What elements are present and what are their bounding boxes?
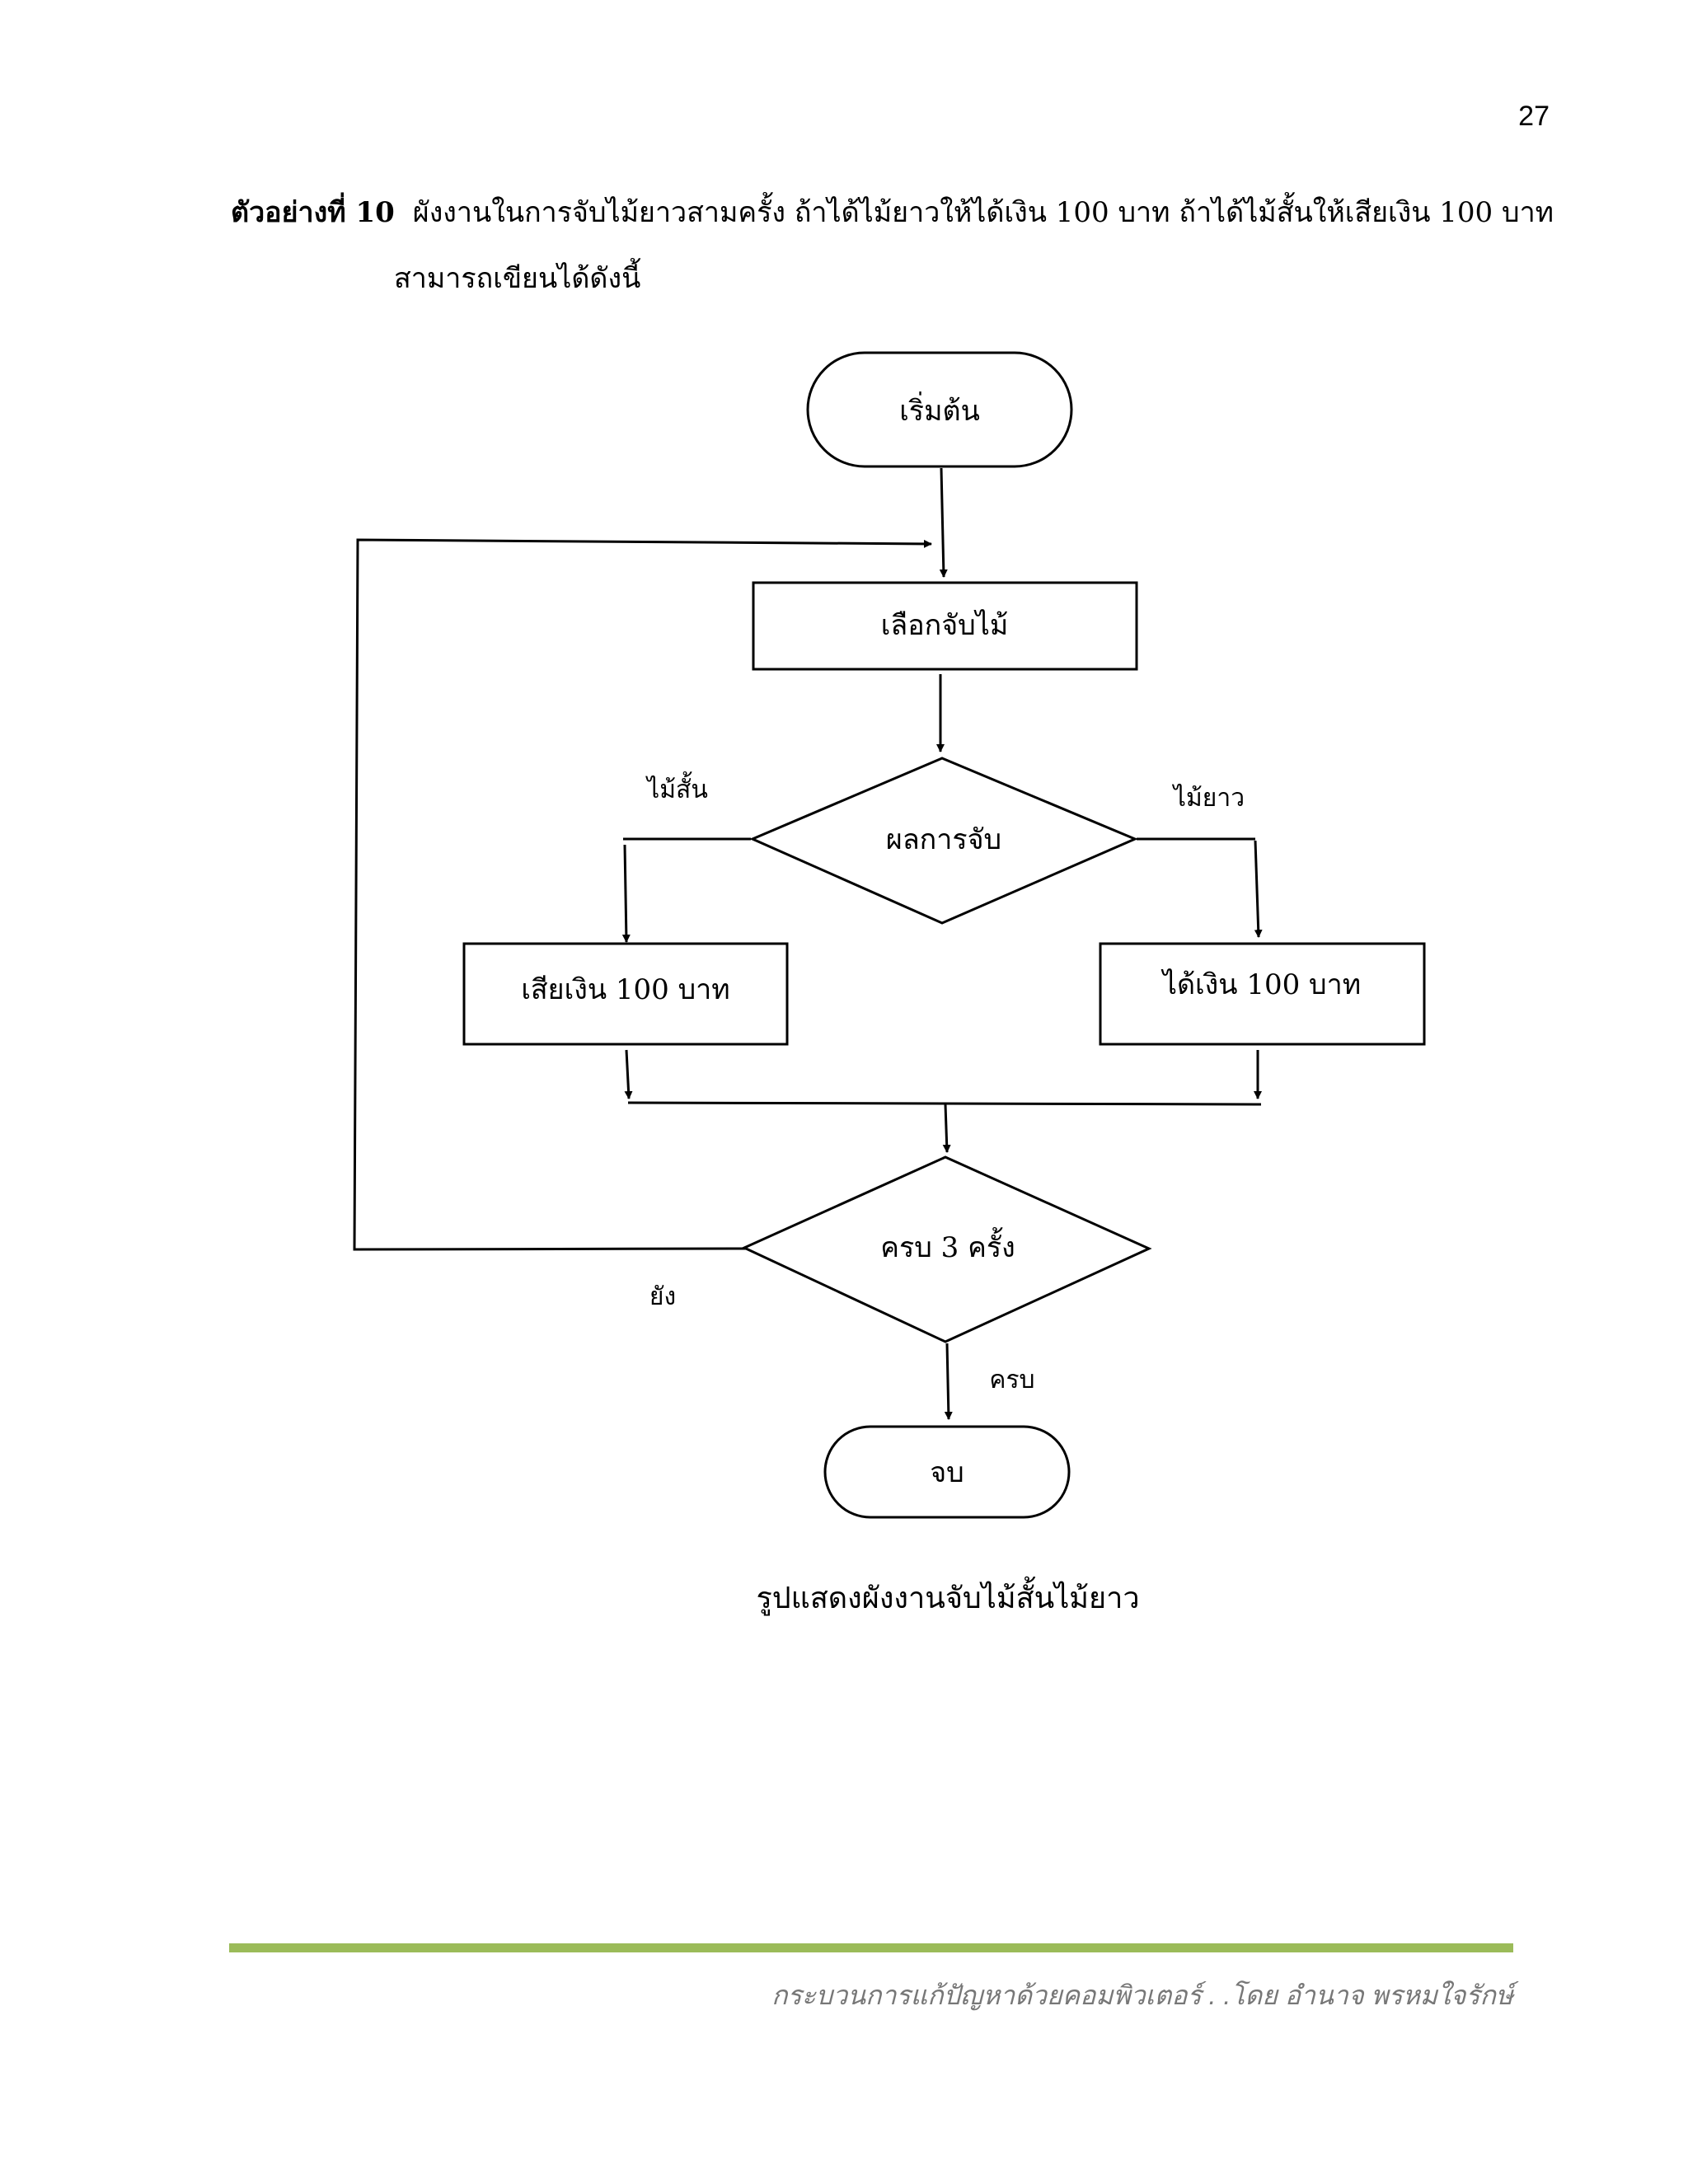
count-check-label: ครบ 3 ครั้ง [880,1227,1015,1264]
arrow-start-to-pick [939,467,948,578]
footer-text: กระบวนการแก้ปัญหาด้วยคอมพิวเตอร์ . .โดย … [771,1980,1513,2010]
arrow-lose-down [624,1049,633,1099]
result-decision [749,757,1138,925]
lose-money-label: เสียเงิน 100 บาท [521,973,729,1006]
example-intro: ตัวอย่างที่ 10 ผังงานในการจับไม้ยาวสามครั… [231,180,1554,312]
arrow-to-lose [621,844,631,943]
example-description: ผังงานในการจับไม้ยาวสามครั้ง ถ้าได้ไม้ยา… [412,196,1554,229]
done-label: ครบ [989,1366,1034,1394]
figure-caption: รูปแสดงผังงานจับไม้สั้นไม้ยาว [756,1582,1140,1615]
loop-back-line [353,538,932,1251]
win-money-label: ได้เงิน 100 บาท [1160,968,1361,1001]
start-terminator [806,351,1073,468]
pick-stick-process [752,581,1138,671]
win-money-process [1099,942,1426,1046]
example-continuation: สามารถเขียนได้ดังนี้ [394,262,641,295]
not-yet-label: ยัง [649,1282,676,1311]
arrow-merge-to-check [942,1104,951,1153]
example-label: ตัวอย่างที่ 10 [231,196,395,229]
merge-line [627,1101,1262,1106]
pick-stick-label: เลือกจับไม้ [881,609,1008,642]
result-label: ผลการจับ [886,823,1001,856]
long-stick-label: ไม้ยาว [1172,783,1245,813]
end-label: จบ [930,1456,964,1489]
footer-rule [229,1943,1513,1952]
lose-money-process [462,942,789,1046]
short-stick-label: ไม้สั้น [645,771,708,804]
page-number: 27 [1518,101,1550,132]
arrow-check-to-end [944,1343,953,1420]
arrow-to-win [1254,840,1263,938]
end-terminator [823,1425,1071,1519]
count-check-decision [741,1155,1152,1343]
start-label: เริ่มต้น [899,391,980,428]
